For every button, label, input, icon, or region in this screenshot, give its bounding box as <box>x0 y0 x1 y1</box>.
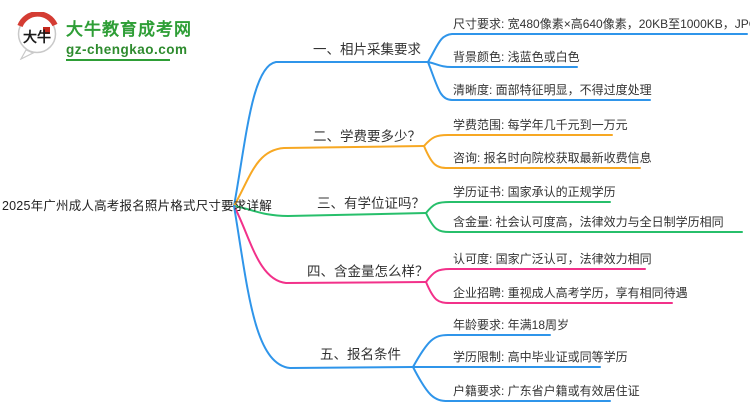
leaf-residence-req: 户籍要求: 广东省户籍或有效居住证 <box>453 384 640 398</box>
svg-text:大牛: 大牛 <box>23 29 51 45</box>
central-topic: 2025年广州成人高考报名照片格式尺寸要求详解 <box>2 199 272 213</box>
branch-2-label: 二、学费要多少？ <box>313 129 421 144</box>
leaf-edu-requirement: 学历限制: 高中毕业证或同等学历 <box>453 350 628 364</box>
logo-underline <box>66 59 170 61</box>
leaf-age-requirement: 年龄要求: 年满18周岁 <box>453 318 570 332</box>
leaf-photo-size: 尺寸要求: 宽480像素×高640像素，20KB至1000KB，JPG格式 <box>453 17 750 31</box>
branch-5-lines <box>233 205 611 402</box>
logo-bull-icon: 大牛 <box>17 12 58 60</box>
leaf-employment: 企业招聘: 重视成人高考学历，享有相同待遇 <box>453 286 688 300</box>
leaf-photo-bgcolor: 背景颜色: 浅蓝色或白色 <box>453 50 580 64</box>
branch-4-label: 四、含金量怎么样？ <box>307 264 429 279</box>
branch-5-label: 五、报名条件 <box>320 347 401 362</box>
leaf-photo-clarity: 清晰度: 面部特征明显，不得过度处理 <box>453 83 652 97</box>
leaf-diploma-cert: 学历证书: 国家承认的正规学历 <box>453 185 616 199</box>
branch-3-label: 三、有学位证吗？ <box>317 196 425 211</box>
site-url: gz-chengkao.com <box>66 42 188 57</box>
leaf-diploma-value: 含金量: 社会认可度高，法律效力与全日制学历相同 <box>453 215 724 229</box>
branch-1-label: 一、相片采集要求 <box>313 42 421 57</box>
leaf-recognition: 认可度: 国家广泛认可，法律效力相同 <box>453 252 652 266</box>
site-logo[interactable]: 大牛 大牛教育成考网 gz-chengkao.com <box>14 12 192 61</box>
leaf-tuition-consult: 咨询: 报名时向院校获取最新收费信息 <box>453 151 652 165</box>
leaf-tuition-range: 学费范围: 每学年几千元到一万元 <box>453 118 628 132</box>
site-name: 大牛教育成考网 <box>66 20 192 39</box>
